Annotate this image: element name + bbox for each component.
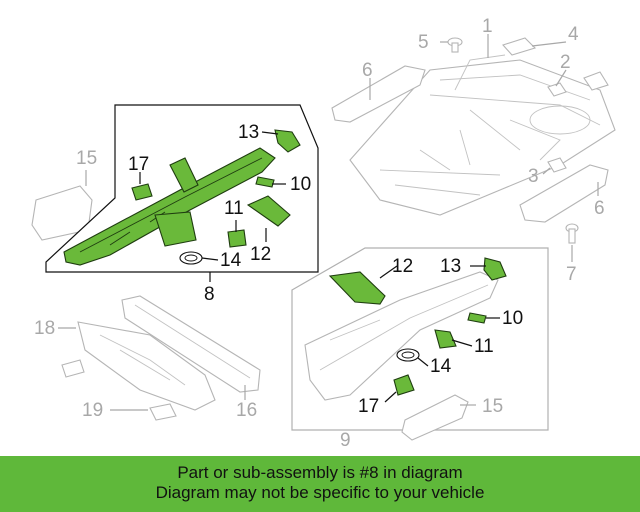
- part-17-bracket: [131, 183, 153, 201]
- callout-15b: 15: [482, 396, 503, 417]
- part-13-bracket: [274, 129, 301, 153]
- callout-11a: 11: [224, 198, 244, 219]
- callout-8: 8: [204, 284, 215, 305]
- callout-14a: 14: [220, 250, 242, 271]
- part-11-bracket-b: [434, 329, 457, 349]
- part-6-right-ghost: [519, 164, 609, 223]
- part-14-grommet: [179, 251, 203, 265]
- parts-diagram: 1 4 5 2 6 3 6 7 15 18 19 16 15 9 13 17 1…: [31, 16, 616, 451]
- callout-5: 5: [418, 32, 429, 53]
- callout-12a: 12: [250, 244, 271, 265]
- callout-14b: 14: [430, 356, 452, 377]
- callout-6b: 6: [594, 198, 605, 219]
- part-5-bolt-ghost: [447, 37, 463, 53]
- part-6-upper-ghost: [331, 65, 426, 123]
- callout-9: 9: [340, 430, 351, 451]
- callout-11b: 11: [474, 336, 494, 357]
- part-17-bracket-b: [393, 374, 415, 396]
- callout-4: 4: [568, 24, 579, 45]
- callout-6a: 6: [362, 60, 373, 81]
- part-12-plate: [246, 195, 291, 227]
- part-15-lower-ghost: [401, 394, 469, 441]
- part-19b-ghost: [61, 359, 85, 378]
- part-12-plate-b: [328, 271, 386, 305]
- part-4-ghost: [502, 37, 537, 56]
- callout-12b: 12: [392, 256, 413, 277]
- part-10-bolt: [255, 176, 275, 188]
- part-10-bolt-b: [467, 312, 487, 324]
- callout-17a: 17: [128, 154, 149, 175]
- leader-lines: [58, 34, 599, 411]
- part-14-grommet-b: [396, 348, 420, 362]
- part-11-bracket: [227, 229, 247, 248]
- part-7-bolt-ghost: [565, 223, 579, 244]
- callout-10a: 10: [290, 174, 311, 195]
- floor-pan-ghost: [349, 54, 616, 216]
- banner-line-2: Diagram may not be specific to your vehi…: [155, 483, 485, 502]
- part-16-ghost: [121, 295, 261, 393]
- banner-line-1: Part or sub-assembly is #8 in diagram: [177, 463, 463, 482]
- callout-17b: 17: [358, 396, 379, 417]
- part-19-ghost: [149, 403, 177, 421]
- callout-7: 7: [566, 264, 577, 285]
- callout-15a: 15: [76, 148, 97, 169]
- part-3-ghost: [547, 157, 567, 173]
- callout-16: 16: [236, 400, 257, 421]
- part-4b-ghost: [583, 71, 609, 91]
- part-2-ghost: [547, 82, 567, 97]
- callout-19: 19: [82, 400, 103, 421]
- part-8-side-rail: [63, 147, 276, 266]
- callout-13b: 13: [440, 256, 461, 277]
- callout-13a: 13: [238, 122, 259, 143]
- part-9-side-rail-ghost: [304, 271, 499, 401]
- callout-2: 2: [560, 52, 571, 73]
- callout-1: 1: [482, 16, 493, 37]
- part-13-bracket-b: [483, 257, 507, 281]
- callout-18: 18: [34, 318, 55, 339]
- info-banner: Part or sub-assembly is #8 in diagram Di…: [0, 456, 640, 512]
- callout-3: 3: [528, 166, 539, 187]
- callout-10b: 10: [502, 308, 523, 329]
